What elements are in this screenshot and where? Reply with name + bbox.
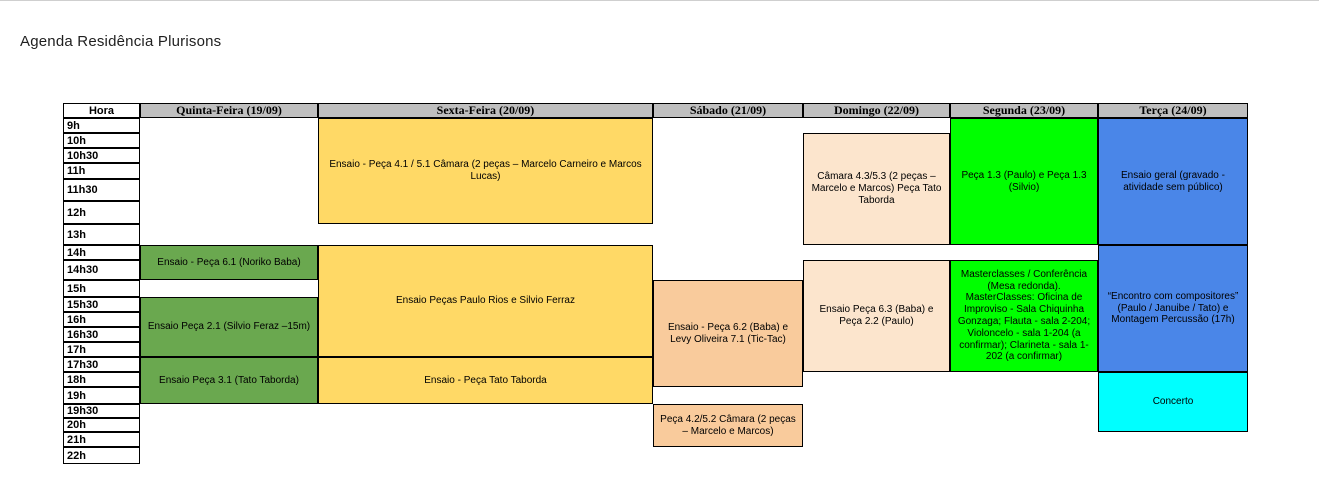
event-quinta-2: Ensaio Peça 3.1 (Tato Taborda) xyxy=(140,357,318,404)
hour-cell-17h30: 17h30 xyxy=(63,357,140,372)
hour-cell-12h: 12h xyxy=(63,201,140,224)
event-quinta-1: Ensaio Peça 2.1 (Silvio Feraz –15m) xyxy=(140,297,318,357)
hour-cell-18h: 18h xyxy=(63,372,140,387)
hour-cell-20h: 20h xyxy=(63,418,140,432)
event-sexta-3: Ensaio - Peça 4.1 / 5.1 Câmara (2 peças … xyxy=(318,118,653,224)
day-header-domingo: Domingo (22/09) xyxy=(803,103,950,118)
hour-cell-13h: 13h xyxy=(63,224,140,245)
hour-cell-9h: 9h xyxy=(63,118,140,133)
event-sabado-6: Ensaio - Peça 6.2 (Baba) e Levy Oliveira… xyxy=(653,280,803,387)
event-domingo-9: Ensaio Peça 6.3 (Baba) e Peça 2.2 (Paulo… xyxy=(803,260,950,372)
hour-cell-19h: 19h xyxy=(63,387,140,404)
event-sabado-7: Peça 4.2/5.2 Câmara (2 peças – Marcelo e… xyxy=(653,404,803,447)
hour-cell-16h: 16h xyxy=(63,312,140,327)
hour-cell-16h30: 16h30 xyxy=(63,327,140,342)
day-header-sexta: Sexta-Feira (20/09) xyxy=(318,103,653,118)
page-title: Agenda Residência Plurisons xyxy=(20,33,222,50)
event-quinta-0: Ensaio - Peça 6.1 (Noriko Baba) xyxy=(140,245,318,280)
event-segunda-10: Peça 1.3 (Paulo) e Peça 1.3 (Silvio) xyxy=(950,118,1098,245)
hour-cell-15h30: 15h30 xyxy=(63,297,140,312)
day-header-segunda: Segunda (23/09) xyxy=(950,103,1098,118)
event-terca-14: Concerto xyxy=(1098,372,1248,432)
hour-cell-19h30: 19h30 xyxy=(63,404,140,418)
hour-cell-10h: 10h xyxy=(63,133,140,148)
hour-cell-10h30: 10h30 xyxy=(63,148,140,163)
hour-cell-11h30: 11h30 xyxy=(63,179,140,201)
event-domingo-8: Câmara 4.3/5.3 (2 peças – Marcelo e Marc… xyxy=(803,133,950,245)
day-header-quinta: Quinta-Feira (19/09) xyxy=(140,103,318,118)
hour-cell-21h: 21h xyxy=(63,432,140,447)
hour-cell-14h: 14h xyxy=(63,245,140,260)
hour-cell-15h: 15h xyxy=(63,280,140,297)
hour-cell-11h: 11h xyxy=(63,163,140,179)
hour-cell-14h30: 14h30 xyxy=(63,260,140,280)
event-segunda-11: Masterclasses / Conferência (Mesa redond… xyxy=(950,260,1098,372)
hour-column-header: Hora xyxy=(63,103,140,118)
top-border-line xyxy=(0,0,1319,1)
hour-cell-17h: 17h xyxy=(63,342,140,357)
hour-cell-22h: 22h xyxy=(63,447,140,464)
event-sexta-4: Ensaio Peças Paulo Rios e Silvio Ferraz xyxy=(318,245,653,357)
day-header-sabado: Sábado (21/09) xyxy=(653,103,803,118)
event-sexta-5: Ensaio - Peça Tato Taborda xyxy=(318,357,653,404)
event-terca-13: “Encontro com compositores” (Paulo / Jan… xyxy=(1098,245,1248,372)
day-header-terca: Terça (24/09) xyxy=(1098,103,1248,118)
event-terca-12: Ensaio geral (gravado - atividade sem pú… xyxy=(1098,118,1248,245)
